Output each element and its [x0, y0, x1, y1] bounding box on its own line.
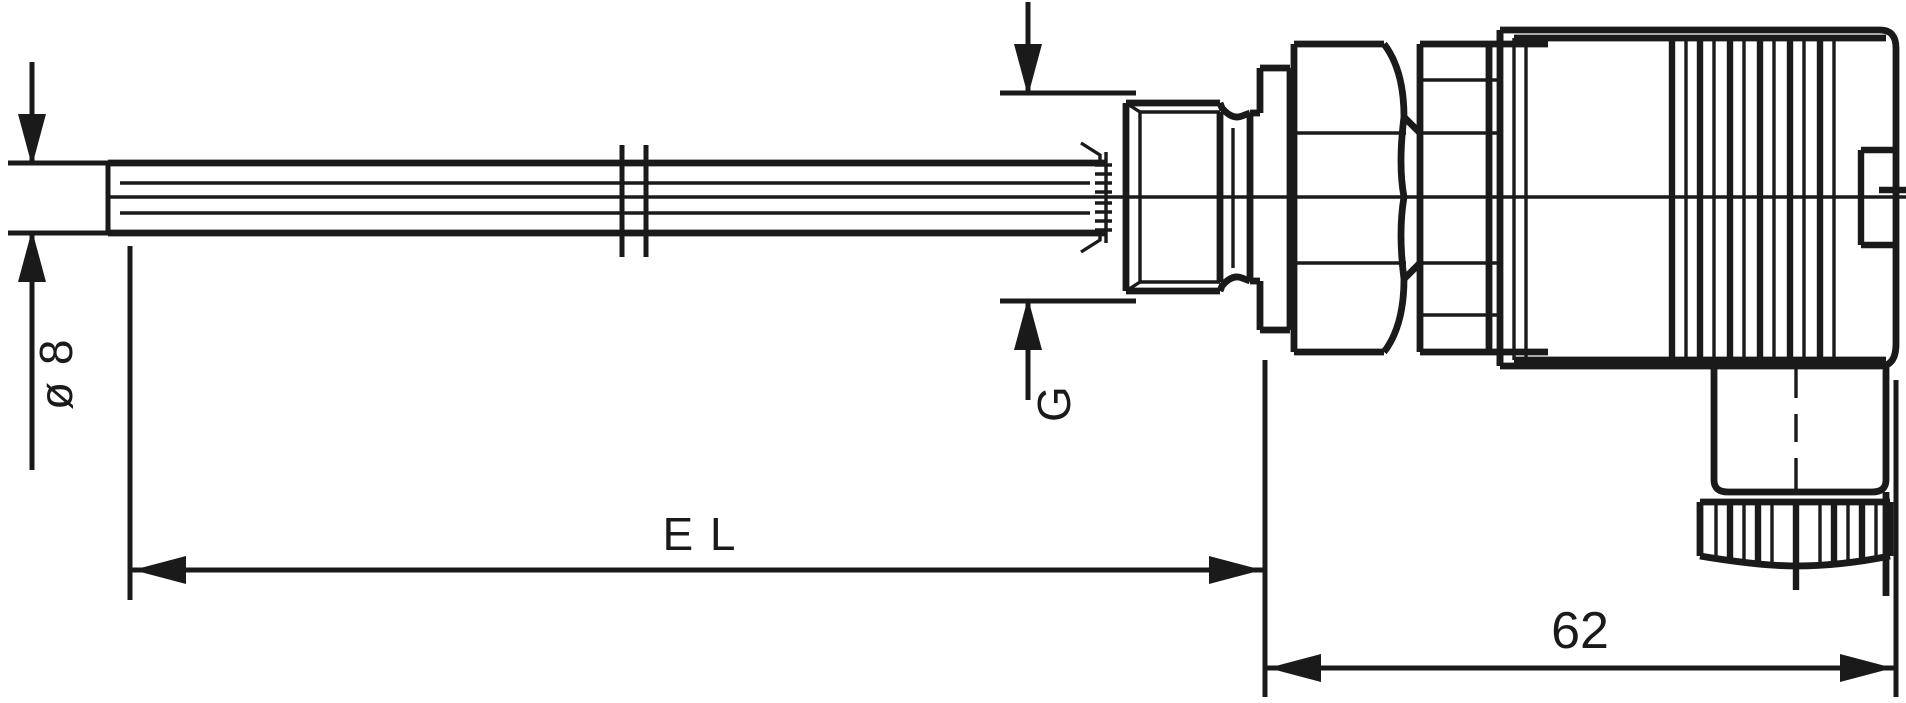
arrowhead-up-icon	[1014, 298, 1042, 350]
dimension-insertion-length: E L	[127, 246, 1268, 600]
dimension-head-length: 62	[1262, 380, 1899, 697]
relief-collar	[1231, 64, 1294, 334]
arrowhead-down-icon	[18, 114, 46, 166]
arrowhead-left-icon	[133, 556, 186, 584]
arrowhead-right-icon	[1840, 654, 1893, 682]
probe-stem	[105, 159, 1106, 237]
arrowhead-down-icon	[1014, 44, 1042, 96]
housing-lower-section	[1710, 366, 1890, 496]
dimension-thread: G	[1000, 2, 1136, 422]
break-symbol-left	[619, 145, 649, 257]
thread-teeth	[1080, 141, 1112, 254]
arrowhead-right-icon	[1209, 556, 1262, 584]
dimension-label-diameter: ø 8	[30, 338, 82, 410]
threaded-nipple	[1122, 99, 1252, 295]
dimension-diameter: ø 8	[8, 62, 160, 470]
dimension-label-thread: G	[1028, 384, 1080, 422]
dimension-label-insertion-length: E L	[662, 508, 737, 560]
cable-gland-nut	[1696, 492, 1894, 596]
arrowhead-up-icon	[18, 230, 46, 282]
knurled-housing	[1496, 26, 1906, 370]
dimension-label-head-length: 62	[1551, 602, 1609, 660]
arrowhead-left-icon	[1268, 654, 1321, 682]
